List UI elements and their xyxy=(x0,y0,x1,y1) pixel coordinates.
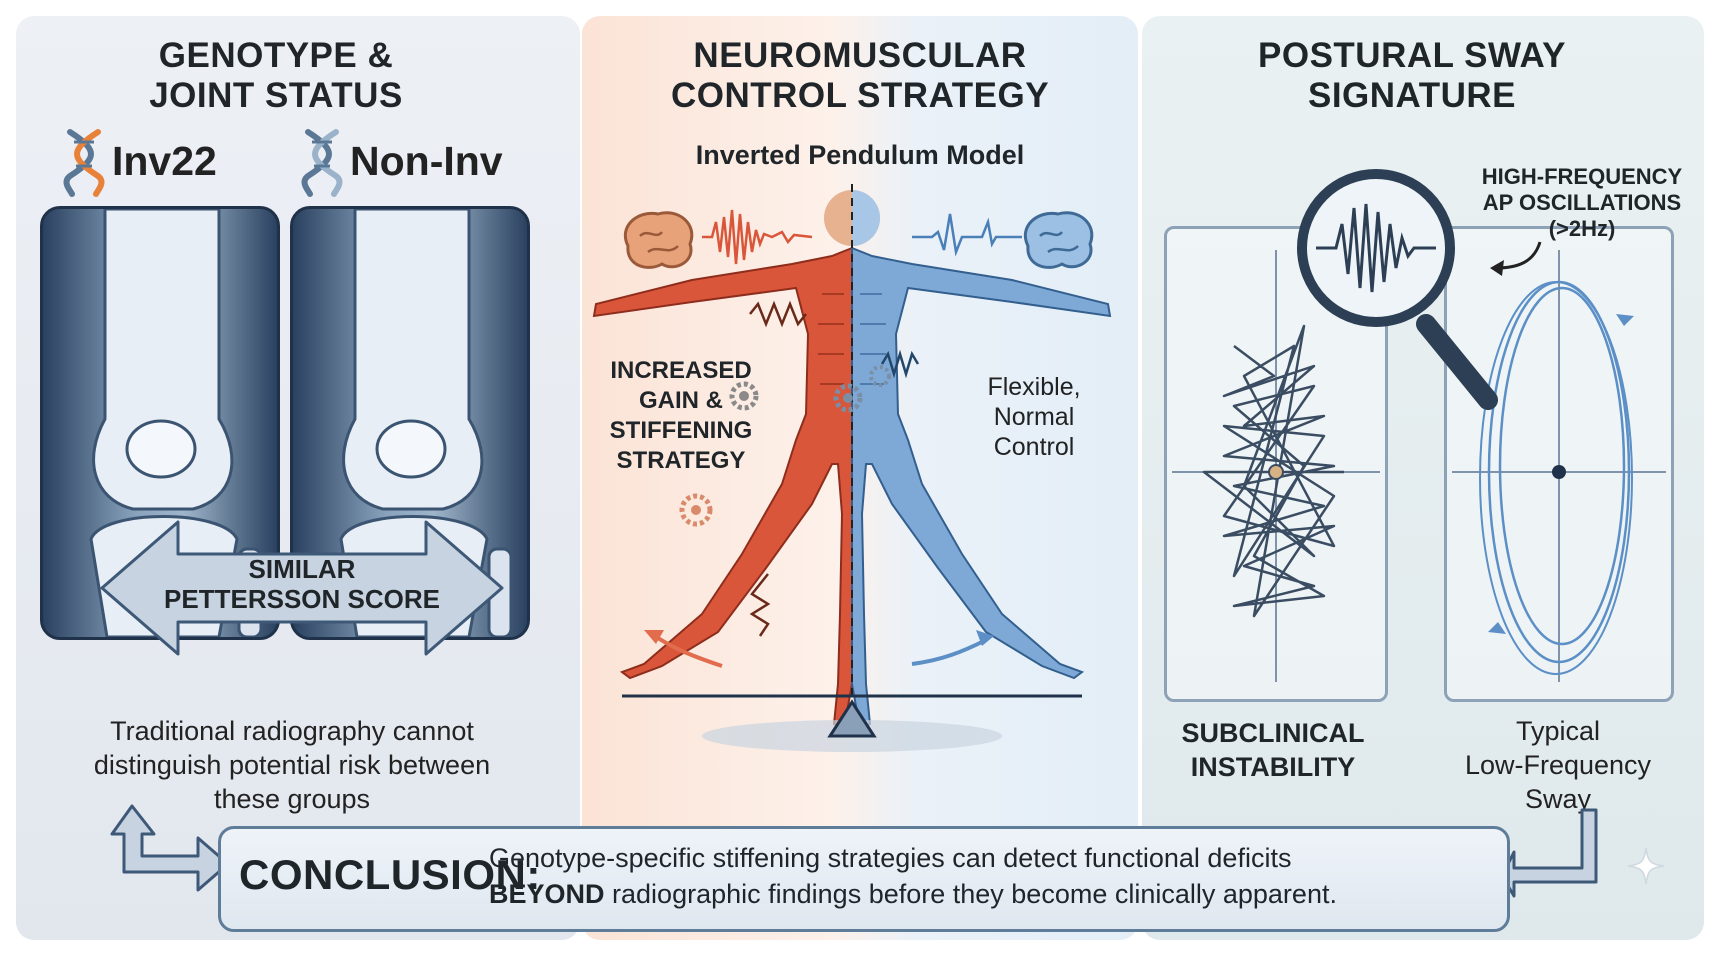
conclusion-heading: CONCLUSION: xyxy=(239,851,541,898)
typical-sway-label: Typical Low-Frequency Sway xyxy=(1438,714,1678,816)
high-frequency-callout: HIGH-FREQUENCY AP OSCILLATIONS (>2Hz) xyxy=(1472,164,1692,242)
title-line: GENOTYPE & xyxy=(158,36,394,75)
title-line: CONTROL STRATEGY xyxy=(670,76,1050,115)
caption-line: distinguish potential risk between xyxy=(93,750,491,780)
conclusion-line2: BEYOND radiographic findings before they… xyxy=(489,877,1337,911)
label-line: HIGH-FREQUENCY xyxy=(1481,164,1683,189)
label-line: Low-Frequency xyxy=(1464,750,1652,780)
label-line: Normal xyxy=(993,403,1075,431)
double-arrow xyxy=(100,520,504,656)
left-loop-arrow xyxy=(110,804,230,892)
caption-line: these groups xyxy=(213,784,371,814)
normal-control-label: Flexible, Normal Control xyxy=(954,372,1114,462)
label-line: SIMILAR xyxy=(248,554,356,584)
right-loop-arrow xyxy=(1500,808,1598,898)
label-line: STRATEGY xyxy=(616,447,746,474)
stiffening-strategy-label: INCREASED GAIN & STIFFENING STRATEGY xyxy=(606,356,756,476)
caption-line: Traditional radiography cannot xyxy=(110,716,474,746)
gear-icon xyxy=(869,365,891,387)
stiff-spring xyxy=(749,573,771,637)
stiff-spring xyxy=(749,300,807,328)
human-figure xyxy=(592,184,1112,752)
neuromuscular-title: NEUROMUSCULAR CONTROL STRATEGY xyxy=(582,36,1138,116)
label-line: STIFFENING xyxy=(609,417,753,444)
conclusion-line1: Genotype-specific stiffening strategies … xyxy=(489,843,1292,873)
label-line: Typical xyxy=(1515,716,1601,746)
dna-icon xyxy=(301,129,343,197)
label-line: PETTERSSON SCORE xyxy=(164,584,440,614)
gear-icon xyxy=(833,383,863,413)
normal-spring xyxy=(880,349,920,379)
subclinical-sway-graphic xyxy=(1172,250,1380,682)
conclusion-box: CONCLUSION: Genotype-specific stiffening… xyxy=(218,826,1510,932)
postural-sway-title: POSTURAL SWAY SIGNATURE xyxy=(1142,36,1682,116)
label-line: Flexible, xyxy=(987,373,1081,401)
radiography-caption: Traditional radiography cannot distingui… xyxy=(16,714,568,816)
magnifier-icon xyxy=(1297,169,1498,410)
genotype-panel: GENOTYPE & JOINT STATUS Inv22 Non-Inv xyxy=(16,16,580,940)
high-frequency-signal xyxy=(702,209,813,265)
neuromuscular-panel: NEUROMUSCULAR CONTROL STRATEGY Inverted … xyxy=(582,16,1138,940)
similar-pettersson-label: SIMILAR PETTERSSON SCORE xyxy=(100,554,504,614)
title-line: SIGNATURE xyxy=(1307,76,1517,115)
label-line: (>2Hz) xyxy=(1548,216,1616,241)
brain-icon xyxy=(623,211,694,269)
xray-knee-inv22 xyxy=(40,206,280,640)
title-line: POSTURAL SWAY xyxy=(1258,36,1566,75)
conclusion-line2-rest: radiographic findings before they become… xyxy=(612,879,1337,909)
label-line: GAIN & xyxy=(639,387,723,414)
label-line: INSTABILITY xyxy=(1190,752,1356,782)
gear-icon xyxy=(679,493,713,527)
title-line: NEUROMUSCULAR xyxy=(693,36,1027,75)
label-line: INCREASED xyxy=(610,357,752,384)
conclusion-beyond: BEYOND xyxy=(489,879,605,909)
genotype-inv22-label: Inv22 xyxy=(112,138,217,184)
callout-arrow xyxy=(1490,241,1542,276)
genotype-non-inv-label: Non-Inv xyxy=(350,138,503,184)
typical-sway-graphic xyxy=(1452,250,1666,682)
label-line: Sway xyxy=(1524,784,1592,814)
subclinical-instability-label: SUBCLINICAL INSTABILITY xyxy=(1142,716,1404,784)
genotype-title: GENOTYPE & JOINT STATUS xyxy=(16,36,536,116)
label-line: AP OSCILLATIONS xyxy=(1482,190,1682,215)
brain-icon xyxy=(1023,211,1094,269)
low-frequency-signal xyxy=(912,213,1022,257)
sparkle-icon xyxy=(1627,847,1665,885)
label-line: SUBCLINICAL xyxy=(1181,718,1365,748)
title-line: JOINT STATUS xyxy=(149,76,403,115)
inverted-pendulum-subtitle: Inverted Pendulum Model xyxy=(695,140,1025,170)
label-line: Control xyxy=(993,433,1075,461)
gear-icon xyxy=(729,381,759,411)
dna-icon xyxy=(63,129,105,197)
flexible-body-half xyxy=(851,190,1112,730)
postural-sway-panel: POSTURAL SWAY SIGNATURE HIGH-FREQUENCY A… xyxy=(1142,16,1704,940)
